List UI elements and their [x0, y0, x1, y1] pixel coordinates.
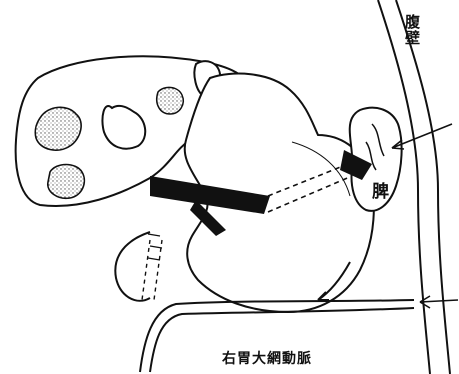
duodenum	[115, 232, 150, 301]
abdominal-wall-inner	[396, 0, 450, 374]
abdominal-wall-label: 腹壁	[404, 14, 419, 46]
artery-dashed-upper	[142, 240, 150, 300]
artery-dashed-lower	[154, 240, 162, 300]
liver-tumor-3	[157, 87, 184, 114]
spleen-label: 脾	[372, 184, 389, 201]
liver-tumor-2	[48, 165, 85, 199]
artery-label: 右胃大網動脈	[222, 352, 312, 366]
arrow-to-artery	[420, 300, 458, 302]
